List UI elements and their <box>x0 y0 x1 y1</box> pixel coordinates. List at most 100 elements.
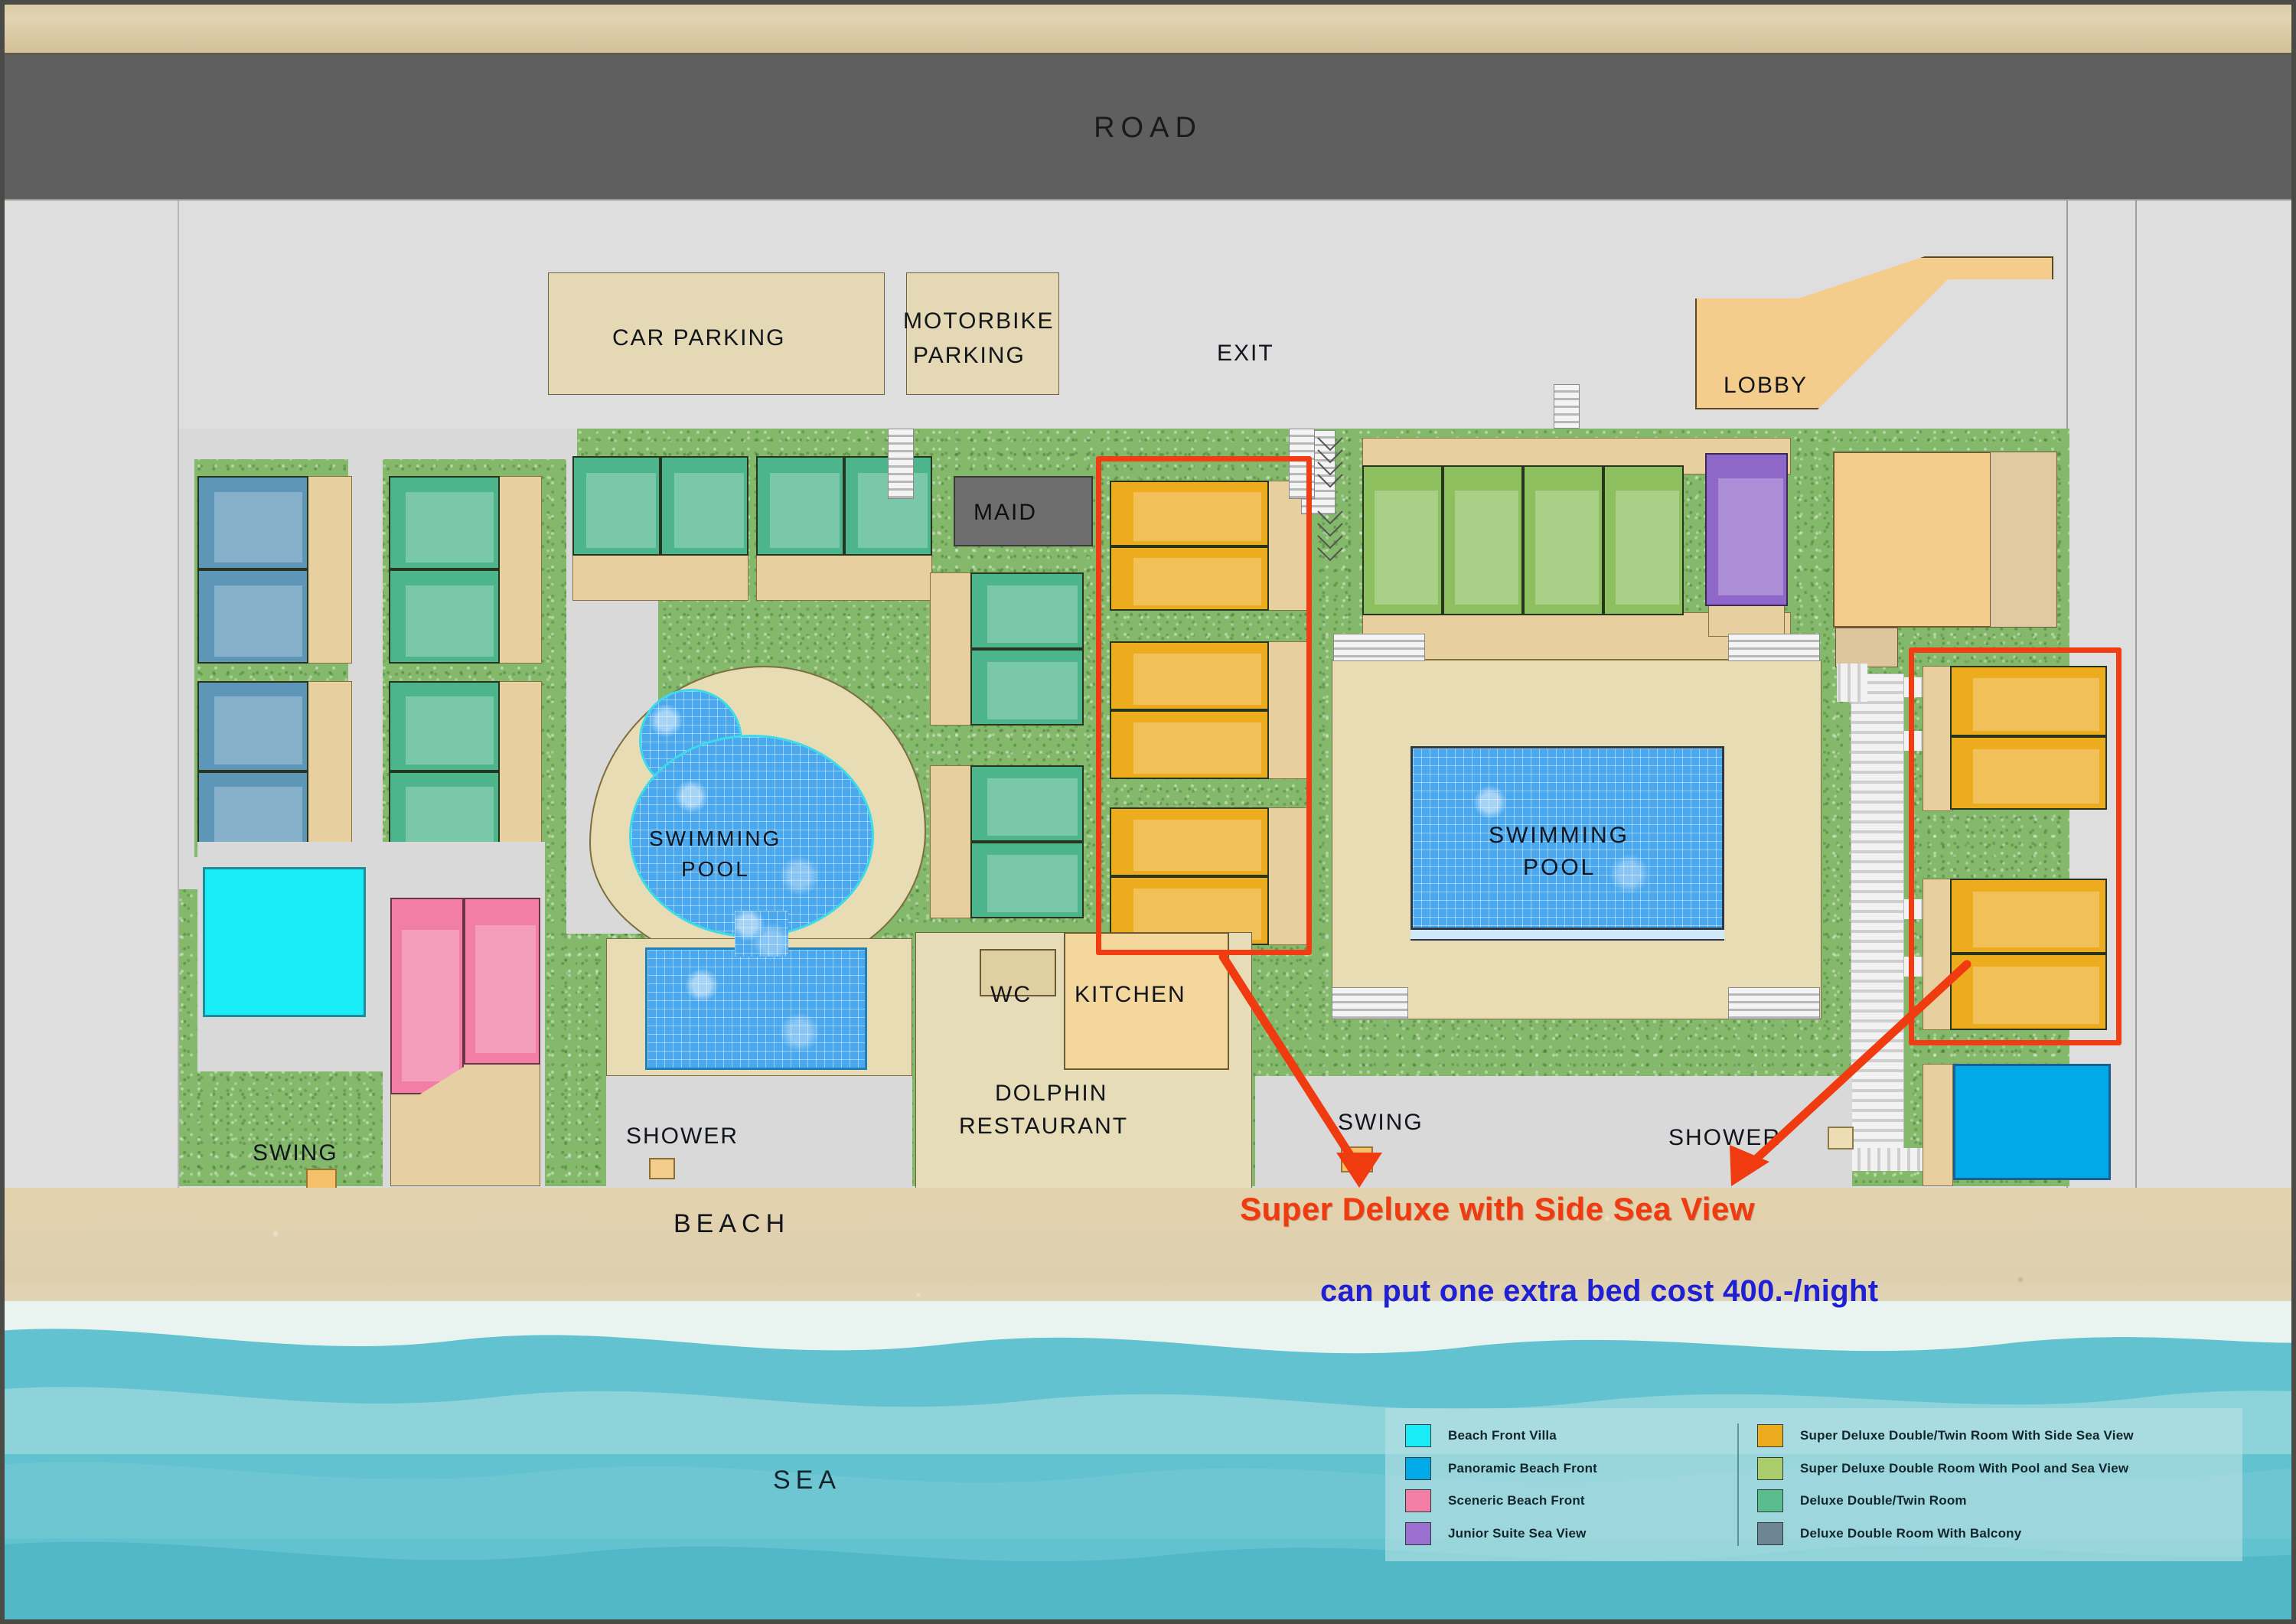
room-sceneric-beach-front-1[interactable] <box>390 898 464 1094</box>
room-super-deluxe-side-sea-9[interactable] <box>1950 879 2107 954</box>
stairs-maid-left <box>888 429 914 499</box>
annotation-arrow-right <box>1730 960 1971 1186</box>
room-deluxe-twin-2[interactable] <box>389 569 500 664</box>
legend-item: Sceneric Beach Front <box>1405 1485 1734 1516</box>
room-deluxe-balcony-3[interactable] <box>197 681 308 771</box>
legend: Beach Front Villa Panoramic Beach Front … <box>1385 1408 2242 1561</box>
room-super-deluxe-side-sea-1[interactable] <box>1110 481 1269 546</box>
legend-label: Junior Suite Sea View <box>1448 1525 1587 1541</box>
highlight-box-left <box>1096 456 1312 955</box>
legend-label: Deluxe Double/Twin Room <box>1800 1493 1967 1508</box>
road-label: ROAD <box>1094 111 1202 144</box>
terrace-orange-right-1 <box>1923 666 1953 811</box>
room-deluxe-balcony-2[interactable] <box>197 569 308 664</box>
stone-path-vertical <box>1851 673 1904 1156</box>
room-panoramic-beach-front[interactable] <box>1953 1064 2111 1180</box>
room-super-deluxe-side-sea-7[interactable] <box>1950 666 2107 736</box>
room-deluxe-twin-1[interactable] <box>389 476 500 569</box>
shower-right-label: SHOWER <box>1668 1125 1781 1150</box>
stairs-lobby-approach <box>1554 384 1580 429</box>
maid-label: MAID <box>974 500 1037 525</box>
room-super-deluxe-pool-sea-2[interactable] <box>1443 465 1523 615</box>
annotation-arrow-left <box>1218 952 1382 1188</box>
legend-label: Deluxe Double Room With Balcony <box>1800 1525 2022 1541</box>
chevron-arrows-center <box>1317 437 1343 562</box>
room-super-deluxe-pool-sea-3[interactable] <box>1523 465 1603 615</box>
motorbike-parking-label-1: MOTORBIKE <box>903 308 1055 334</box>
legend-label: Sceneric Beach Front <box>1448 1493 1585 1508</box>
sea-foam-wave <box>0 1301 2296 1354</box>
legend-swatch <box>1757 1456 1783 1480</box>
room-deluxe-balcony-1[interactable] <box>197 476 308 569</box>
terrace-green-north-1 <box>572 555 748 601</box>
legend-swatch <box>1405 1489 1431 1513</box>
room-super-deluxe-side-sea-4[interactable] <box>1110 710 1269 779</box>
legend-label: Panoramic Beach Front <box>1448 1460 1598 1476</box>
pool-right-label-2: POOL <box>1523 855 1596 880</box>
room-sceneric-beach-front-2[interactable] <box>464 898 540 1065</box>
terrace-blue-2 <box>306 681 352 861</box>
room-deluxe-twin-11[interactable] <box>970 765 1084 842</box>
sea-label: SEA <box>773 1466 842 1495</box>
room-deluxe-twin-6[interactable] <box>660 456 748 556</box>
wc-label: WC <box>990 982 1032 1007</box>
top-sand-strip <box>0 0 2296 55</box>
legend-swatch <box>1757 1521 1783 1545</box>
terrace-blue-1 <box>306 476 352 664</box>
room-super-deluxe-side-sea-3[interactable] <box>1110 641 1269 710</box>
room-deluxe-twin-7[interactable] <box>756 456 844 556</box>
pool-left-label-2: POOL <box>681 857 750 881</box>
room-deluxe-twin-12[interactable] <box>970 842 1084 918</box>
room-deluxe-twin-10[interactable] <box>970 649 1084 726</box>
shower-right-icon <box>1828 1127 1854 1150</box>
terrace-junior-suite <box>1708 605 1785 637</box>
legend-item: Panoramic Beach Front <box>1405 1453 1734 1484</box>
maid-block[interactable] <box>954 476 1093 546</box>
motorbike-parking-block[interactable] <box>906 272 1059 395</box>
terrace-green-north-2 <box>756 555 932 601</box>
room-super-deluxe-side-sea-2[interactable] <box>1110 546 1269 611</box>
room-deluxe-twin-9[interactable] <box>970 572 1084 649</box>
room-super-deluxe-pool-sea-1[interactable] <box>1362 465 1443 615</box>
car-parking-block[interactable] <box>548 272 885 395</box>
room-super-deluxe-side-sea-10[interactable] <box>1950 954 2107 1030</box>
villa-beach-front-pool[interactable] <box>203 867 366 1017</box>
legend-item: Super Deluxe Double Room With Pool and S… <box>1757 1453 2134 1484</box>
room-super-deluxe-side-sea-5[interactable] <box>1110 807 1269 876</box>
room-deluxe-twin-8[interactable] <box>844 456 932 556</box>
legend-swatch <box>1757 1489 1783 1513</box>
terrace-green-center-1 <box>930 572 972 726</box>
legend-label: Beach Front Villa <box>1448 1428 1557 1443</box>
room-super-deluxe-pool-sea-4[interactable] <box>1603 465 1684 615</box>
legend-item: Super Deluxe Double/Twin Room With Side … <box>1757 1420 2134 1451</box>
terrace-orange-left-2 <box>1267 641 1309 779</box>
annotation-subline: can put one extra bed cost 400.-/night <box>1320 1274 1879 1308</box>
legend-item: Beach Front Villa <box>1405 1420 1734 1451</box>
stairs-pool-north-left <box>1333 634 1425 661</box>
room-deluxe-twin-3[interactable] <box>389 681 500 771</box>
terrace-orange-left-3 <box>1267 807 1309 945</box>
motorbike-parking-label-2: PARKING <box>913 343 1026 368</box>
kitchen-block[interactable] <box>1064 932 1229 1070</box>
room-junior-suite-sea-view[interactable] <box>1705 453 1788 606</box>
terrace-green-center-2 <box>930 765 972 918</box>
pool-left-connector <box>735 911 788 957</box>
walkway-left-top <box>179 429 577 459</box>
pool-left-main <box>629 735 874 938</box>
beach-label: BEACH <box>673 1209 791 1238</box>
pool-left-label-1: SWIMMING <box>649 827 782 850</box>
stone-path-segment-1 <box>1837 664 1867 702</box>
restaurant-label-2: RESTAURANT <box>959 1114 1129 1139</box>
legend-column-right: Super Deluxe Double/Twin Room With Side … <box>1757 1420 2134 1549</box>
legend-swatch <box>1757 1424 1783 1447</box>
shower-left-icon <box>649 1158 675 1179</box>
legend-item: Deluxe Double/Twin Room <box>1757 1485 2134 1516</box>
wc-block[interactable] <box>980 949 1056 996</box>
room-deluxe-twin-5[interactable] <box>572 456 660 556</box>
legend-item: Junior Suite Sea View <box>1405 1518 1734 1549</box>
terrace-panoramic <box>1923 1064 1953 1186</box>
pool-right-label-1: SWIMMING <box>1489 823 1629 848</box>
pool-right-main <box>1411 746 1724 930</box>
room-super-deluxe-side-sea-8[interactable] <box>1950 736 2107 810</box>
sea-wave-deep <box>0 1541 2296 1624</box>
